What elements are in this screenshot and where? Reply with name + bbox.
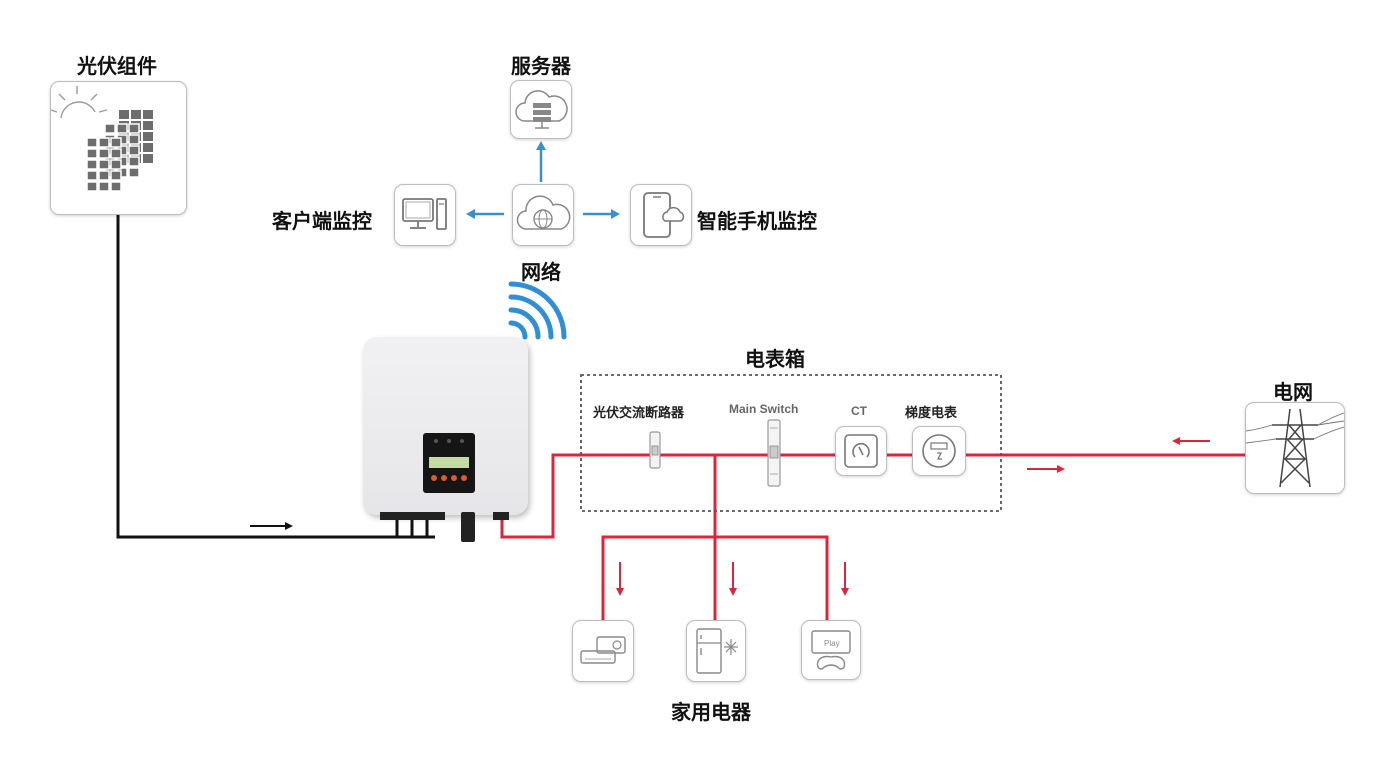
appliance-down-arrows xyxy=(616,562,849,596)
inverter-comm-module xyxy=(461,512,475,542)
transmission-tower-icon xyxy=(1245,408,1345,488)
tiered-meter-label: 梯度电表 xyxy=(905,406,958,421)
grid-export-arrow xyxy=(1027,465,1065,473)
game-console-box: Play xyxy=(801,620,861,680)
air-conditioner-icon xyxy=(580,636,626,664)
grid-box xyxy=(1245,402,1345,494)
inverter-dc-connectors xyxy=(380,512,445,520)
air-conditioner-box xyxy=(572,620,634,682)
grid-label: 电网 xyxy=(1273,380,1313,404)
refrigerator-icon xyxy=(696,628,738,674)
smartphone-monitor-box xyxy=(630,184,692,246)
meter-box-label: 电表箱 xyxy=(745,347,805,371)
globe-network-icon xyxy=(516,195,571,230)
wifi-icon xyxy=(508,281,567,340)
smartphone-monitor-label: 智能手机监控 xyxy=(697,209,817,233)
meter-box-outline xyxy=(580,374,1002,512)
inverter-ac-connector xyxy=(493,512,509,520)
cloud-server-icon xyxy=(515,90,568,129)
ct-box xyxy=(835,426,887,476)
smartphone-icon xyxy=(643,192,685,238)
client-monitor-label: 客户端监控 xyxy=(272,209,372,233)
inverter-display-panel xyxy=(423,433,475,493)
refrigerator-box xyxy=(686,620,746,682)
breaker-icon xyxy=(649,431,661,469)
client-monitor-box xyxy=(394,184,456,246)
pv-module-box xyxy=(50,81,187,215)
network-label: 网络 xyxy=(521,260,561,284)
main-switch-label: Main Switch xyxy=(729,402,799,416)
ct-label: CT xyxy=(851,404,867,418)
dc-cable xyxy=(116,213,435,539)
pv-module-label: 光伏组件 xyxy=(77,54,157,78)
computer-icon xyxy=(402,198,447,230)
pv-ac-breaker-label: 光伏交流断路器 xyxy=(593,406,685,421)
main-switch-icon xyxy=(767,419,781,487)
network-arrows xyxy=(466,141,620,219)
meter-icon xyxy=(922,434,956,468)
ct-icon xyxy=(844,434,878,468)
ac-main-line xyxy=(500,453,1245,539)
inverter xyxy=(363,337,528,515)
network-box xyxy=(512,184,574,246)
server-box xyxy=(510,80,572,139)
play-text: Play xyxy=(824,639,840,648)
meter-box-device xyxy=(912,426,966,476)
inverter-lcd xyxy=(429,457,469,468)
game-console-icon: Play xyxy=(811,630,851,670)
solar-panel-icon xyxy=(50,86,153,192)
grid-import-arrow xyxy=(1172,437,1210,445)
appliances-label: 家用电器 xyxy=(671,700,751,724)
server-label: 服务器 xyxy=(511,54,571,78)
